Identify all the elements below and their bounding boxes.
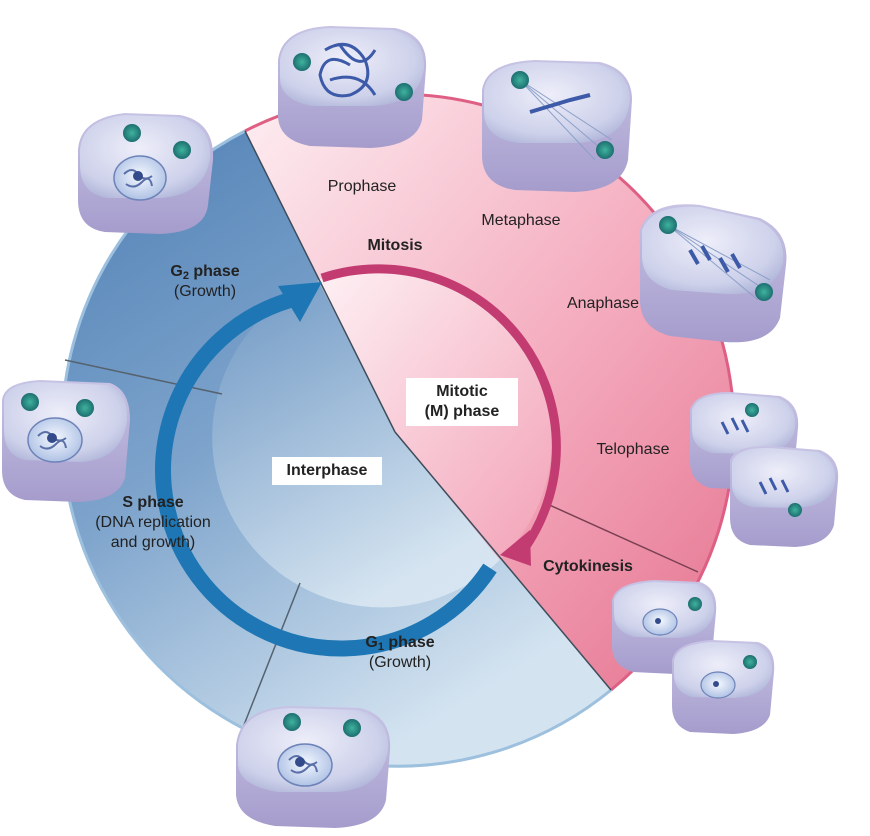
mitotic-line2: (M) phase [424, 403, 500, 420]
telophase-label: Telophase [596, 441, 670, 458]
divider-s-g1 [239, 582, 301, 736]
g1-phase-label: G1 phase (Growth) [340, 633, 460, 673]
interphase-box: Interphase [272, 457, 382, 485]
prophase-cell-illustration [278, 26, 427, 148]
divider-telo-cyto [544, 502, 699, 573]
s-title: S phase [122, 494, 184, 511]
mitosis-label: Mitosis [367, 237, 423, 254]
g2-cell-illustration [78, 113, 214, 234]
g1-cell-illustration [236, 706, 391, 828]
anaphase-label: Anaphase [566, 295, 640, 312]
mitotic-line1: Mitotic [436, 383, 488, 400]
cytokinesis-label: Cytokinesis [543, 558, 633, 575]
g1-desc: (Growth) [368, 654, 432, 671]
s-phase-label: S phase (DNA replication and growth) [78, 493, 228, 553]
s-desc2: and growth) [110, 534, 196, 551]
divider-interphase-mitosis [244, 130, 396, 433]
divider-g2-s [64, 359, 223, 395]
s-desc1: (DNA replication [95, 514, 211, 531]
divider-interphase-mitosis-2 [394, 431, 612, 691]
cycle-wheel [60, 92, 736, 768]
anaphase-cell-illustration [640, 204, 787, 343]
prophase-label: Prophase [327, 178, 397, 195]
interphase-arrow [155, 282, 497, 657]
g1-title: G1 phase [365, 634, 435, 653]
g2-desc: (Growth) [173, 283, 237, 300]
metaphase-label: Metaphase [481, 212, 561, 229]
g2-title: G2 phase [170, 263, 240, 282]
g2-phase-label: G2 phase (Growth) [145, 262, 265, 302]
mitosis-arrow [320, 264, 561, 566]
inner-interphase [212, 280, 500, 608]
metaphase-cell-illustration [482, 60, 632, 192]
s-phase-cell-illustration [2, 380, 130, 502]
telophase-cell-illustration [690, 392, 839, 547]
mitotic-phase-box: Mitotic (M) phase [406, 378, 518, 426]
cytokinesis-cell-illustration [612, 580, 775, 734]
